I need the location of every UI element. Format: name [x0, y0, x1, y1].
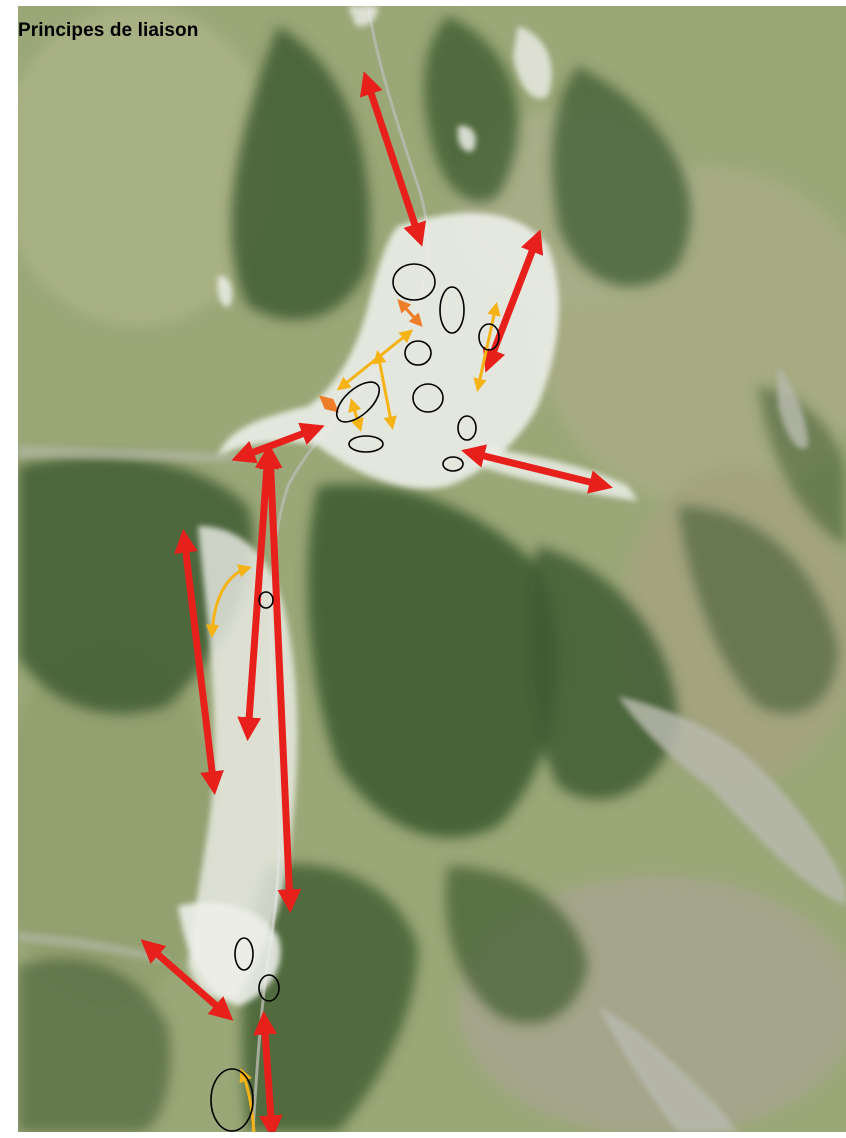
minor-links: [318, 299, 423, 413]
forest: [18, 16, 846, 1132]
link-west-valley: [174, 528, 224, 796]
link-center-south-b: [258, 444, 302, 914]
aerial-map: [18, 6, 846, 1132]
aerial-photo: [18, 6, 846, 1132]
gravel: [18, 366, 846, 1132]
major-links: [140, 71, 613, 1132]
nodes: [210, 263, 500, 1132]
secondary-links: [205, 302, 501, 1132]
link-north-road: [359, 71, 427, 247]
link-southwest: [140, 939, 234, 1021]
link-east-lower: [461, 444, 613, 494]
link-south-end: [253, 1010, 283, 1132]
page-title: Principes de liaison: [18, 20, 199, 41]
